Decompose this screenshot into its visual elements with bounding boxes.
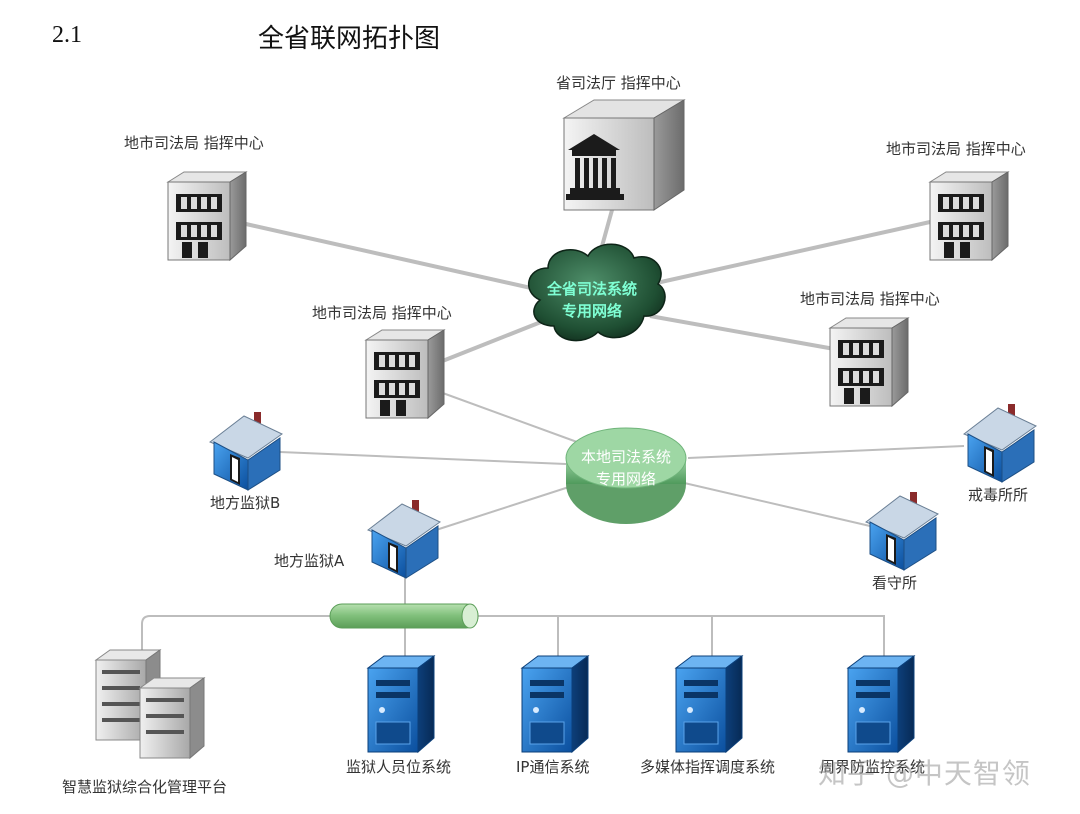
- link-city-w-cloud: [439, 318, 547, 364]
- link-rehab-local: [687, 445, 965, 459]
- city-building-e: [829, 317, 909, 407]
- city-building-ne: [929, 171, 1009, 261]
- province-network-cloud: 全省司法系统 专用网络: [527, 243, 666, 342]
- city-center-w-label: 地市司法局 指挥中心: [312, 304, 452, 322]
- province-center-label: 省司法厅 指挥中心: [556, 74, 681, 92]
- watermark: 知乎 @中天智领: [818, 757, 1031, 790]
- link-city-e-cloud: [649, 314, 841, 352]
- link-detention-local: [679, 481, 871, 527]
- perimeter-system-label: 周界防监控系统: [820, 758, 926, 776]
- link-bus-perimeter: [712, 615, 885, 658]
- personnel-system-label: 监狱人员位系统: [346, 758, 452, 776]
- link-bus-platform: [141, 615, 330, 650]
- city-center-e-label: 地市司法局 指挥中心: [800, 290, 940, 308]
- city-building-nw: [167, 171, 247, 261]
- city-center-ne-label: 地市司法局 指挥中心: [886, 140, 1026, 158]
- ip-system-server: [521, 655, 589, 753]
- platform-label: 智慧监狱综合化管理平台: [62, 778, 228, 796]
- prison-a-house: [367, 499, 441, 579]
- rehab-label: 戒毒所所: [968, 486, 1029, 504]
- section-number: 2.1: [52, 22, 82, 48]
- network-links: [141, 209, 965, 658]
- prison-b-house: [209, 411, 283, 491]
- link-city-w-local: [439, 391, 589, 447]
- link-prison-b-local: [279, 451, 567, 465]
- detention-house: [865, 491, 939, 571]
- section-title: 全省联网拓扑图: [258, 24, 441, 54]
- link-city-ne-cloud: [651, 220, 931, 286]
- province-cloud-label-1: 全省司法系统: [546, 280, 637, 298]
- personnel-system-server: [367, 655, 435, 753]
- link-bus-ip: [478, 615, 559, 658]
- prison-b-label: 地方监狱B: [210, 494, 281, 512]
- perimeter-system-server: [847, 655, 915, 753]
- platform-servers: [94, 649, 206, 760]
- link-city-nw-cloud: [245, 222, 541, 292]
- province-center-building: [562, 99, 686, 211]
- local-network-disk: 本地司法系统 专用网络: [565, 427, 687, 524]
- multimedia-system-server: [675, 655, 743, 753]
- detention-label: 看守所: [872, 574, 918, 592]
- ip-system-label: IP通信系统: [516, 758, 590, 776]
- network-bus: [329, 603, 479, 629]
- city-building-w: [365, 329, 445, 419]
- local-network-label-2: 专用网络: [596, 470, 656, 488]
- province-cloud-label-2: 专用网络: [562, 302, 622, 320]
- multimedia-system-label: 多媒体指挥调度系统: [640, 758, 776, 776]
- link-bus-multimedia: [558, 615, 713, 658]
- local-network-label-1: 本地司法系统: [581, 448, 671, 466]
- prison-a-label: 地方监狱A: [274, 552, 345, 570]
- city-center-nw-label: 地市司法局 指挥中心: [124, 134, 264, 152]
- rehab-house: [963, 403, 1037, 483]
- link-prison-a-local: [435, 485, 573, 531]
